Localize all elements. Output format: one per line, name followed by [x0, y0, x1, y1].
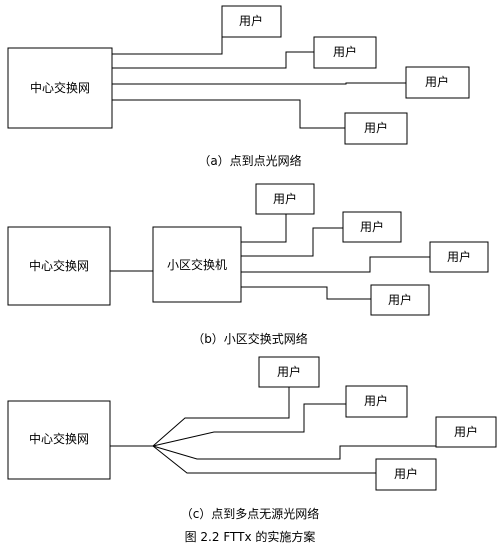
diagram-c-link-2 — [152, 403, 346, 447]
diagram-a-central-switch-label: 中心交换网 — [30, 80, 90, 95]
diagram-b-link-3 — [241, 256, 430, 273]
diagram-a-link-4 — [112, 99, 345, 129]
diagram-a-user-box-2 — [313, 36, 377, 69]
diagram-c-point-to-multipoint: 中心交换网 用户 用户 用户 用户 （c）点到多点无源光网络 — [7, 356, 497, 521]
diagram-a-caption: （a）点到点光网络 — [198, 153, 301, 168]
diagram-b-link-4 — [241, 286, 371, 300]
diagram-b-caption: （b）小区交换式网络 — [192, 331, 308, 346]
diagram-b-central-switch-label: 中心交换网 — [29, 258, 89, 273]
diagram-c-user-label-3: 用户 — [454, 424, 478, 439]
diagram-b-link-2 — [241, 227, 343, 257]
diagram-c-central-switch-box — [7, 400, 111, 480]
diagram-b-user-label-4: 用户 — [388, 292, 412, 307]
diagram-b-district-switch-label: 小区交换机 — [167, 257, 227, 272]
diagram-b-user-label-2: 用户 — [360, 219, 384, 234]
diagram-a-central-switch-box — [7, 47, 113, 129]
diagram-c-caption: （c）点到多点无源光网络 — [181, 506, 320, 521]
diagram-b-user-box-2 — [342, 211, 402, 243]
diagram-b-user-box-1 — [255, 183, 315, 215]
diagram-c-user-box-4 — [375, 458, 437, 491]
diagram-a-user-label-2: 用户 — [333, 44, 357, 59]
diagram-b-user-box-4 — [370, 284, 430, 316]
diagram-a-point-to-point: 中心交换网 用户 用户 用户 用户 （a）点到点光网络 — [7, 5, 470, 168]
diagram-c-user-box-2 — [345, 385, 408, 418]
diagram-c-user-box-1 — [258, 356, 320, 388]
diagram-b-district-switched: 中心交换网 小区交换机 用户 用户 用户 用户 （b）小区交换式网络 — [7, 183, 489, 346]
diagram-c-link-4 — [152, 445, 376, 474]
diagram-a-user-label-1: 用户 — [239, 13, 263, 28]
diagram-c-user-box-3 — [435, 416, 497, 448]
diagram-b-district-switch-box — [152, 226, 242, 303]
diagram-a-user-label-3: 用户 — [425, 74, 449, 89]
diagram-c-link-1 — [152, 387, 290, 447]
diagram-c-central-switch-label: 中心交换网 — [29, 431, 89, 446]
diagram-a-user-box-4 — [344, 112, 408, 145]
diagram-c-user-label-4: 用户 — [394, 466, 418, 481]
diagram-a-link-2 — [112, 51, 314, 69]
diagram-b-user-box-3 — [429, 241, 489, 273]
diagram-a-user-box-3 — [405, 66, 470, 99]
diagram-a-link-3 — [112, 82, 406, 85]
diagram-c-user-label-1: 用户 — [277, 364, 301, 379]
diagram-c-user-label-2: 用户 — [364, 393, 388, 408]
diagram-a-user-label-4: 用户 — [364, 120, 388, 135]
diagram-a-user-box-1 — [221, 5, 282, 38]
diagram-b-central-switch-box — [7, 226, 111, 306]
diagram-b-user-label-3: 用户 — [447, 249, 471, 264]
figure-caption: 图 2.2 FTTx 的实施方案 — [185, 529, 316, 544]
diagram-a-link-1 — [112, 37, 223, 55]
diagram-b-link-1 — [241, 214, 287, 243]
diagram-b-user-label-1: 用户 — [273, 191, 297, 206]
